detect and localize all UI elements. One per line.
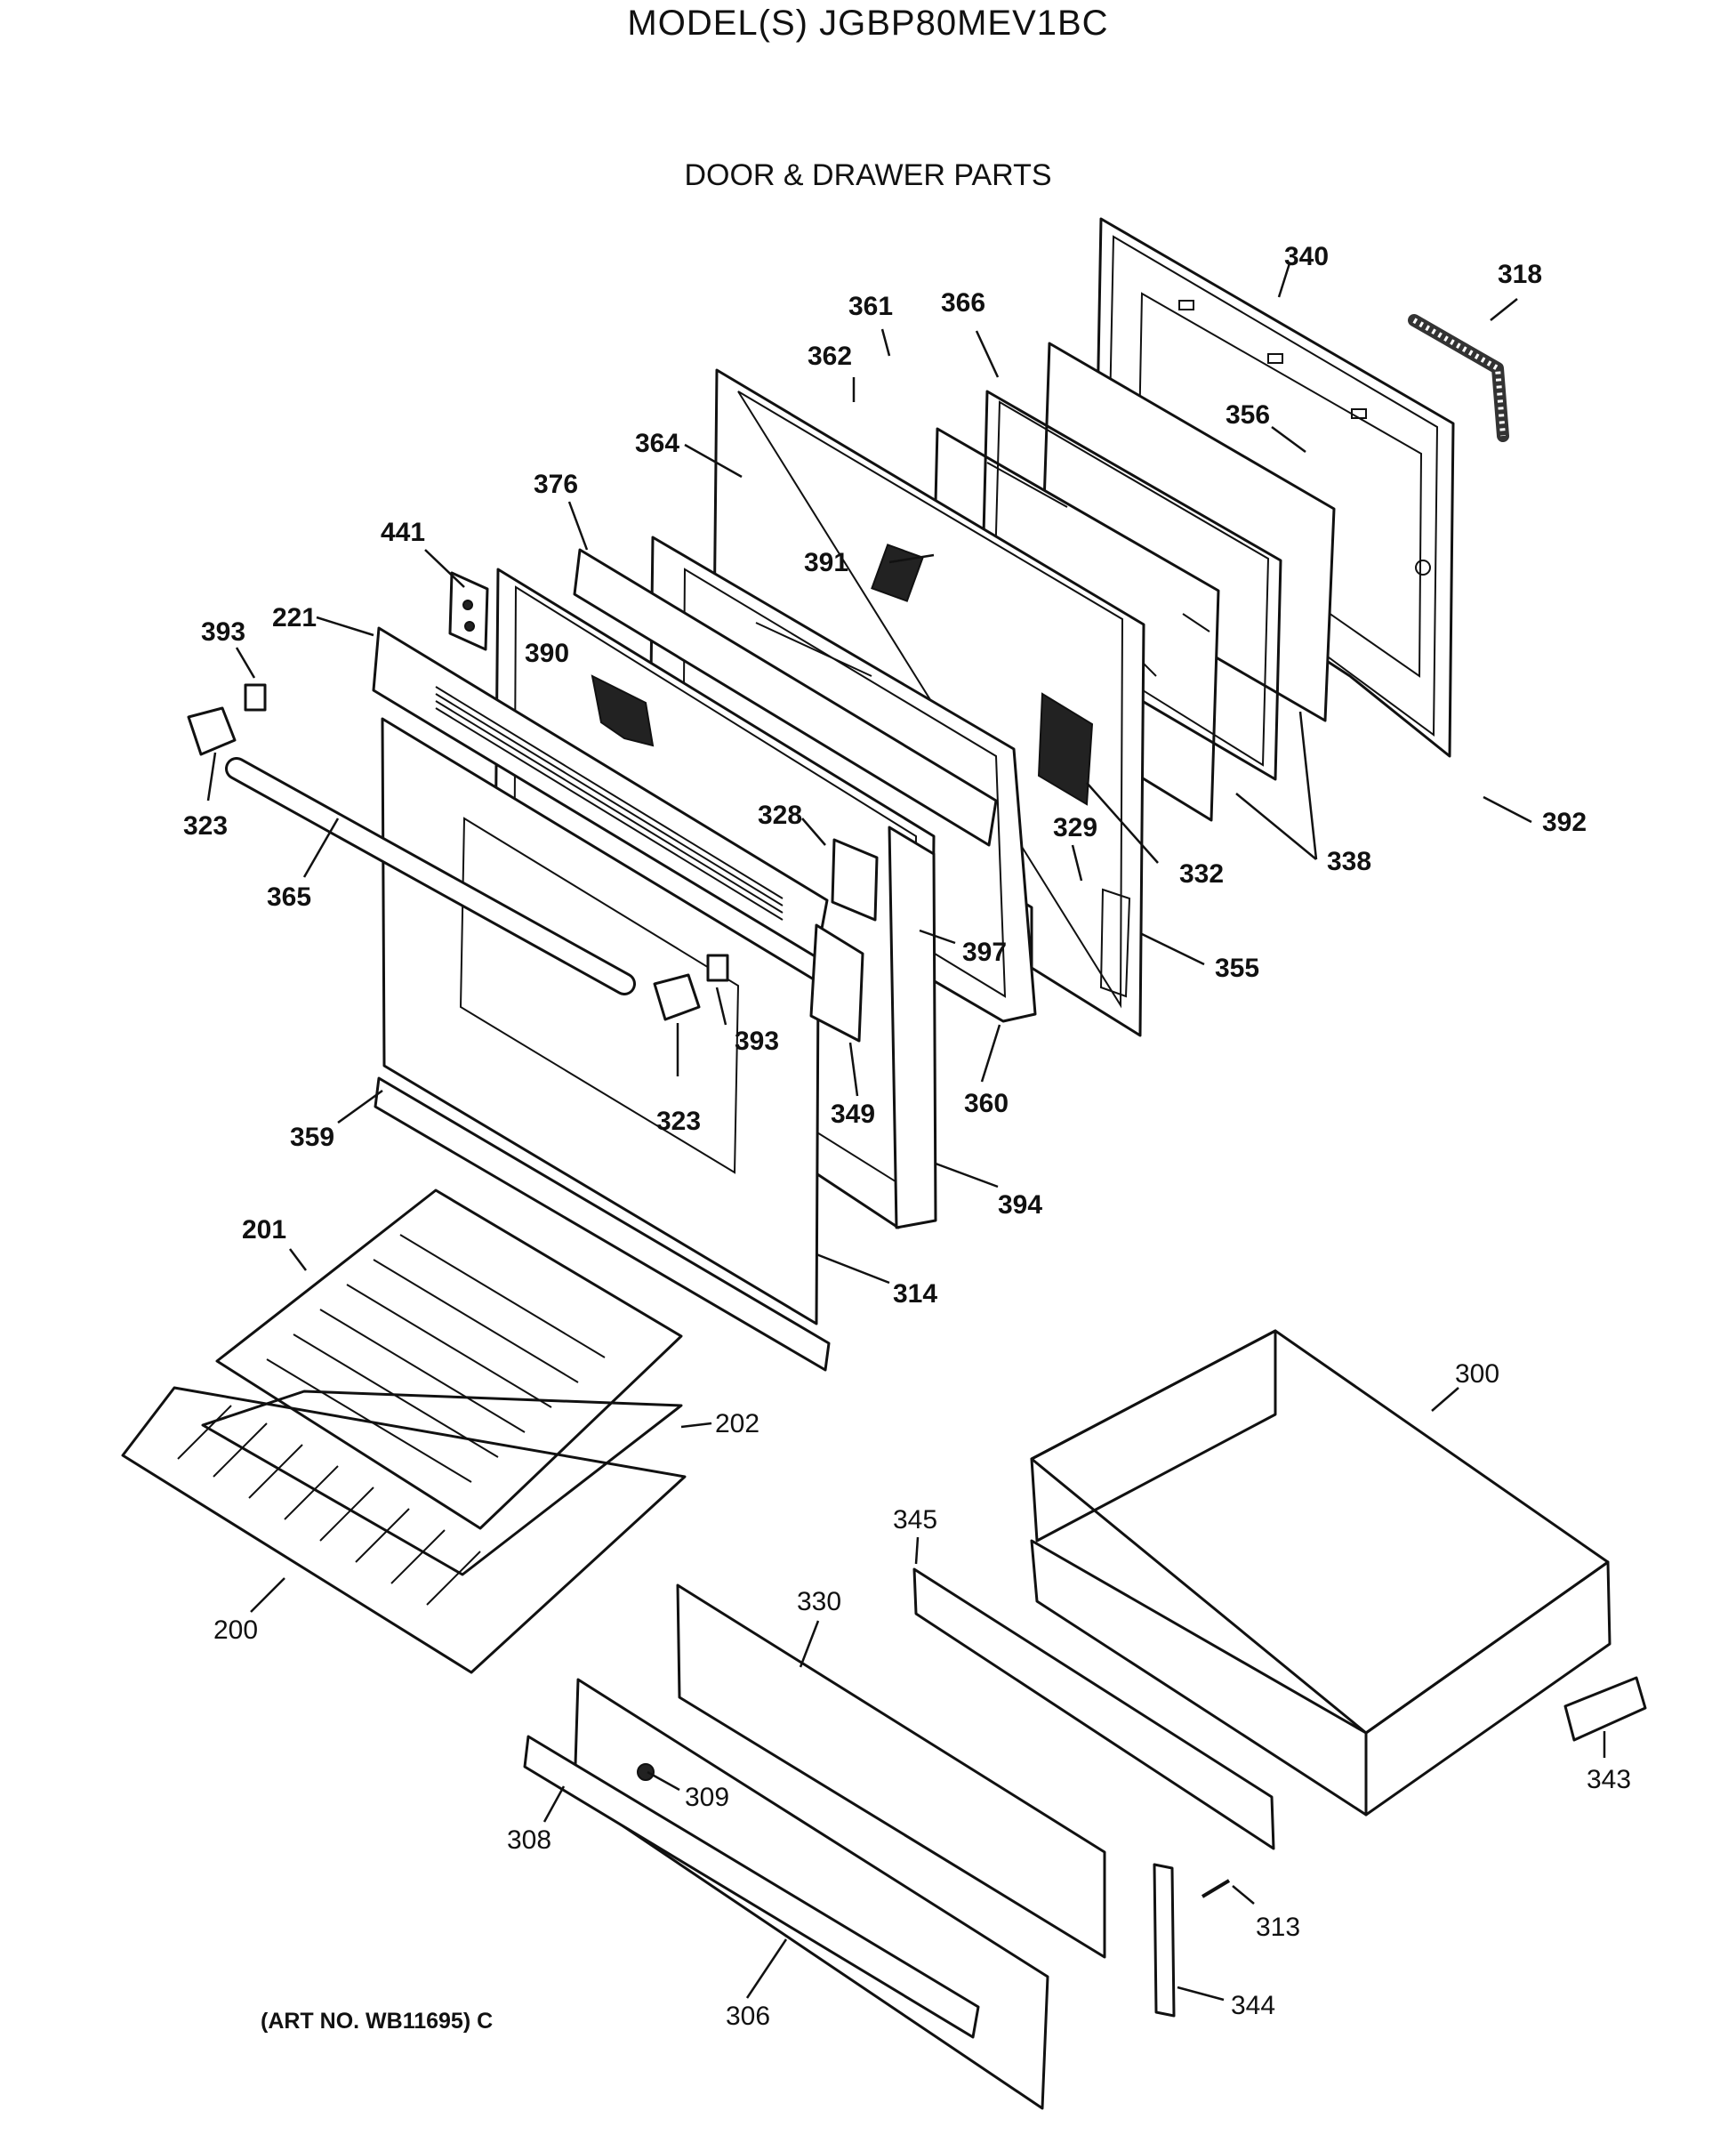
label-330: 330 (797, 1587, 841, 1616)
label-309: 309 (685, 1783, 729, 1812)
label-338: 338 (1327, 847, 1371, 876)
part-202-broiler-pan (201, 1390, 683, 1576)
label-344: 344 (1231, 1991, 1275, 2020)
label-355: 355 (1215, 954, 1259, 983)
label-392: 392 (1542, 808, 1587, 837)
part-344-side-bracket (1153, 1863, 1176, 2018)
part-359-bottom-trim (374, 1076, 831, 1372)
leader-lines (206, 262, 1606, 2002)
label-391: 391 (804, 548, 848, 577)
label-364: 364 (635, 429, 679, 458)
part-300-drawer-box (1030, 1329, 1611, 1817)
label-332: 332 (1179, 859, 1224, 889)
label-393a: 393 (201, 617, 245, 647)
label-329: 329 (1053, 813, 1097, 842)
label-361: 361 (848, 292, 893, 321)
part-394-side-trim (888, 826, 937, 1229)
part-314-outer-door (381, 717, 820, 1325)
label-345: 345 (893, 1505, 937, 1535)
label-343: 343 (1587, 1765, 1631, 1794)
label-300: 300 (1455, 1359, 1499, 1389)
art-number-note: (ART NO. WB11695) C (261, 2009, 494, 2034)
label-314: 314 (893, 1279, 937, 1309)
part-308-drawer-trim (523, 1735, 980, 2039)
label-356: 356 (1226, 400, 1270, 430)
part-200-oven-rack (121, 1386, 687, 1674)
label-365: 365 (267, 882, 311, 912)
part-number-labels: 340 318 361 366 362 356 364 376 391 441 … (183, 242, 1631, 2031)
label-349: 349 (831, 1100, 875, 1129)
label-306: 306 (726, 2002, 770, 2031)
label-340: 340 (1284, 242, 1329, 271)
label-376: 376 (534, 470, 578, 499)
part-349-trim-strip (809, 923, 864, 1043)
part-365-handle (225, 757, 636, 995)
part-441-hinge-plate (448, 571, 489, 651)
label-366: 366 (941, 288, 985, 318)
label-202: 202 (715, 1409, 760, 1438)
model-title: MODEL(S) JGBP80MEV1BC (627, 4, 1109, 43)
label-308: 308 (507, 1825, 551, 1855)
label-323b: 323 (656, 1107, 701, 1136)
label-394: 394 (998, 1190, 1042, 1220)
section-title: DOOR & DRAWER PARTS (684, 158, 1052, 192)
part-393-mounts (244, 683, 729, 982)
label-390: 390 (525, 639, 569, 668)
part-323-end-caps (187, 706, 701, 1021)
label-441: 441 (381, 518, 425, 547)
part-330-drawer-panel (676, 1583, 1106, 1959)
label-221: 221 (272, 603, 317, 632)
label-359: 359 (290, 1123, 334, 1152)
label-313: 313 (1256, 1913, 1300, 1942)
part-345-slide-rail (912, 1567, 1275, 1850)
label-201: 201 (242, 1215, 286, 1245)
label-328: 328 (758, 801, 802, 830)
label-200: 200 (213, 1615, 258, 1645)
part-318-gasket (1408, 314, 1509, 442)
label-360: 360 (964, 1089, 1009, 1118)
label-318: 318 (1498, 260, 1542, 289)
label-393b: 393 (735, 1027, 779, 1056)
part-343-glide (1563, 1676, 1647, 1742)
part-376-top-brace (573, 548, 998, 847)
part-313-screw (1201, 1879, 1231, 1898)
label-323a: 323 (183, 811, 228, 841)
part-328-bracket (831, 838, 879, 922)
label-362: 362 (808, 342, 852, 371)
label-397: 397 (962, 938, 1007, 967)
